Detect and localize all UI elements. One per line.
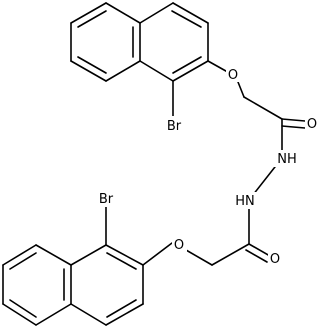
bond [139,2,174,24]
naphthalene-bottom [2,244,144,326]
bond-double-inner [106,299,137,318]
bond-double-inner [171,10,202,28]
bond-carbonyl-bottom-double [245,249,268,263]
atom-labels: O Br O NH HN Br O O [95,66,320,267]
bond-c-ch2-bottom [211,243,250,266]
bond-double-inner [106,252,137,270]
atom-br-bottom: Br [95,190,117,207]
bond [35,244,72,266]
bond [105,2,141,24]
bond-double-inner [9,299,37,318]
atom-o-ether-top: O [226,66,241,83]
bottom-substituents [105,204,271,266]
bond-double-inner [172,56,202,74]
bond-o-c-bottom [142,242,173,266]
bond [70,303,107,326]
svg-text:O: O [228,68,238,83]
bond [70,60,107,82]
svg-text:O: O [270,252,280,267]
bond-double-inner [77,56,107,74]
bond-ch2-o-bottom [185,249,213,266]
svg-text:O: O [307,117,317,132]
bond-carbonyl-top-double [281,125,306,129]
bond [172,60,209,82]
svg-text:NH: NH [277,152,297,167]
atom-o-ether-bottom: O [172,236,187,253]
atom-br-top: Br [163,116,185,134]
svg-text:Br: Br [99,192,114,207]
bond [105,244,144,266]
bond [2,244,37,266]
atom-o-carbonyl-bottom: O [268,250,283,267]
bond-double-inner [9,252,37,270]
bond [70,2,107,24]
bond-carbonyl-top [281,118,306,122]
naphthalene-top [70,2,209,82]
bond [172,2,209,24]
svg-text:HN: HN [235,194,255,209]
svg-text:O: O [174,238,184,253]
bond [105,303,144,326]
bond-carbonyl-bottom [248,243,271,257]
bond [35,303,72,326]
atom-nh-top: NH [274,150,299,167]
bond [139,60,174,82]
svg-text:Br: Br [167,119,182,134]
bond-double-inner [77,10,107,28]
bond [105,60,141,82]
atom-o-carbonyl-top: O [305,115,320,132]
bond [70,244,107,266]
atom-nh-bottom: HN [232,192,258,209]
bond [2,303,37,326]
bond-ch2-c-top [243,96,283,120]
